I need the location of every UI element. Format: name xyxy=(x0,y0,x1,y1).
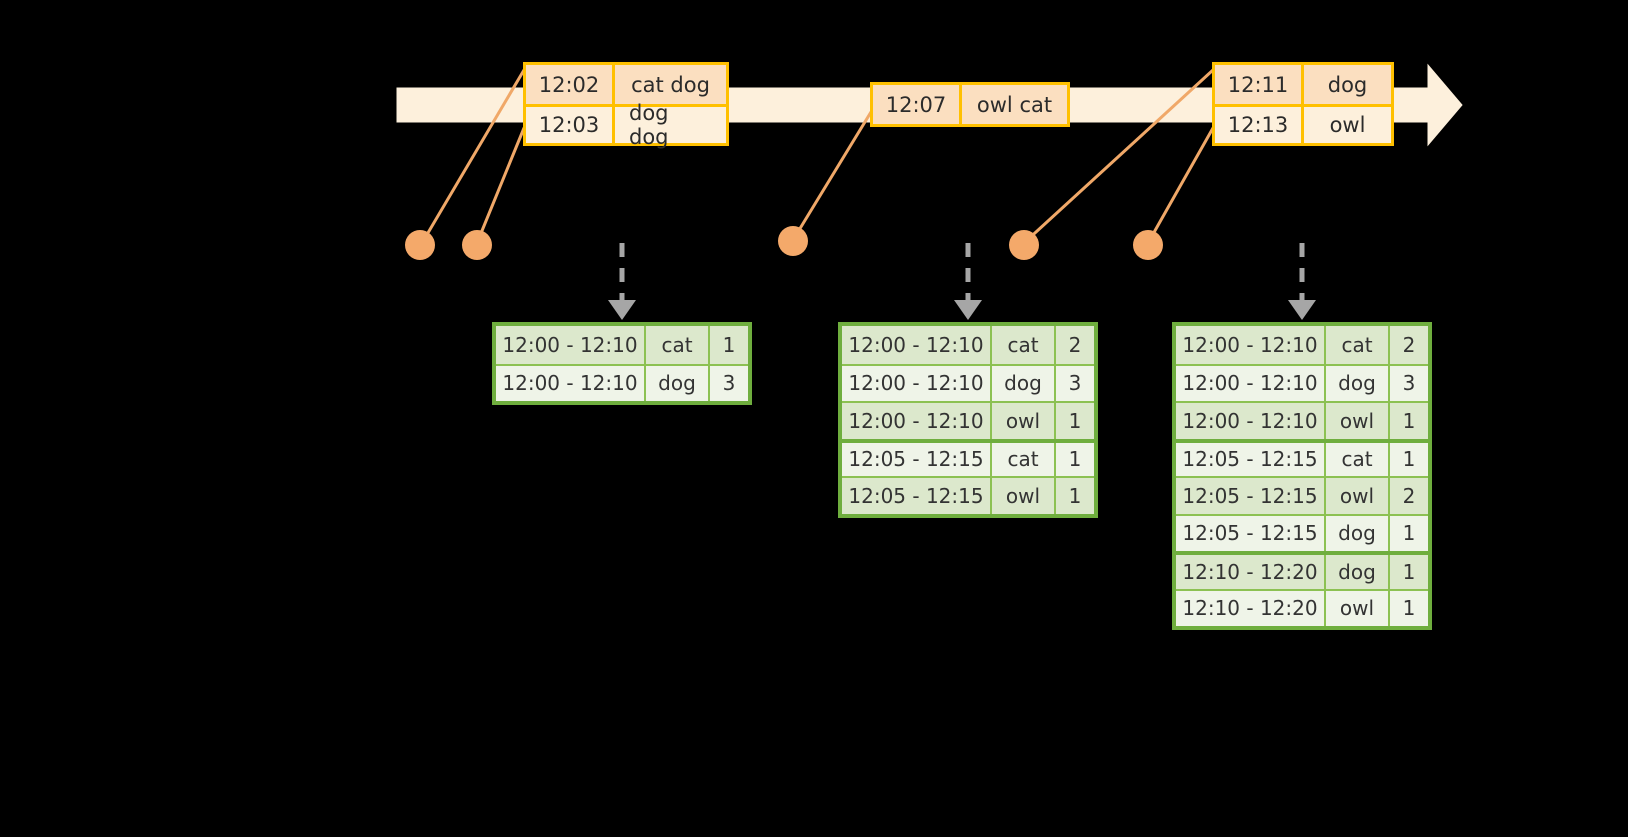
event-row[interactable]: 12:02 cat dog xyxy=(526,65,726,104)
cell-window: 12:00 - 12:10 xyxy=(842,365,990,401)
cell-window: 12:00 - 12:10 xyxy=(842,326,990,364)
event-box-1[interactable]: 12:02 cat dog 12:03 dog dog xyxy=(523,62,729,149)
event-dot-1 xyxy=(405,230,435,260)
emit-arrows xyxy=(608,243,1316,320)
cell-word: owl xyxy=(990,403,1054,439)
event-words: dog dog xyxy=(612,101,726,149)
event-dots xyxy=(405,226,1163,260)
cell-window: 12:05 - 12:15 xyxy=(842,478,990,514)
cell-count: 3 xyxy=(708,365,748,401)
event-time: 12:02 xyxy=(526,65,612,104)
event-row[interactable]: 12:13 owl xyxy=(1215,104,1391,143)
cell-word: cat xyxy=(644,326,708,364)
cell-count: 1 xyxy=(1054,478,1094,514)
cell-word: dog xyxy=(1324,515,1388,551)
cell-word: dog xyxy=(1324,555,1388,589)
cell-window: 12:05 - 12:15 xyxy=(1176,478,1324,514)
event-words: dog xyxy=(1301,65,1391,104)
event-words: cat dog xyxy=(612,65,726,104)
cell-word: dog xyxy=(644,365,708,401)
cell-window: 12:05 - 12:15 xyxy=(1176,442,1324,476)
event-dot-3 xyxy=(778,226,808,256)
cell-count: 3 xyxy=(1054,365,1094,401)
cell-word: cat xyxy=(1324,442,1388,476)
event-time: 12:03 xyxy=(526,107,612,143)
cell-count: 1 xyxy=(1388,590,1428,626)
cell-word: owl xyxy=(1324,590,1388,626)
emit-arrow-3-head xyxy=(1288,300,1316,320)
event-words: owl cat xyxy=(959,85,1067,124)
event-words: owl xyxy=(1301,107,1391,143)
cell-window: 12:00 - 12:10 xyxy=(1176,403,1324,439)
cell-window: 12:10 - 12:20 xyxy=(1176,590,1324,626)
cell-count: 2 xyxy=(1388,326,1428,364)
emit-arrow-1-head xyxy=(608,300,636,320)
cell-window: 12:00 - 12:10 xyxy=(496,326,644,364)
cell-word: cat xyxy=(990,442,1054,476)
cell-window: 12:00 - 12:10 xyxy=(496,365,644,401)
cell-word: owl xyxy=(990,478,1054,514)
cell-count: 1 xyxy=(1388,555,1428,589)
cell-count: 1 xyxy=(1054,442,1094,476)
cell-window: 12:05 - 12:15 xyxy=(842,442,990,476)
event-box-3[interactable]: 12:11 dog 12:13 owl xyxy=(1212,62,1394,146)
cell-window: 12:05 - 12:15 xyxy=(1176,515,1324,551)
event-time: 12:07 xyxy=(873,85,959,124)
event-row[interactable]: 12:11 dog xyxy=(1215,65,1391,104)
cell-count: 1 xyxy=(1388,442,1428,476)
event-row[interactable]: 12:07 owl cat xyxy=(873,85,1067,124)
cell-count: 1 xyxy=(1388,515,1428,551)
cell-window: 12:00 - 12:10 xyxy=(1176,326,1324,364)
cell-count: 1 xyxy=(708,326,748,364)
cell-count: 1 xyxy=(1388,403,1428,439)
cell-window: 12:00 - 12:10 xyxy=(1176,365,1324,401)
cell-window: 12:10 - 12:20 xyxy=(1176,555,1324,589)
cell-count: 2 xyxy=(1388,478,1428,514)
event-time: 12:13 xyxy=(1215,107,1301,143)
cell-word: dog xyxy=(1324,365,1388,401)
cell-word: cat xyxy=(990,326,1054,364)
emit-arrow-2-head xyxy=(954,300,982,320)
cell-count: 2 xyxy=(1054,326,1094,364)
event-dot-5 xyxy=(1133,230,1163,260)
cell-word: dog xyxy=(990,365,1054,401)
event-time: 12:11 xyxy=(1215,65,1301,104)
cell-word: cat xyxy=(1324,326,1388,364)
event-dot-4 xyxy=(1009,230,1039,260)
event-row[interactable]: 12:03 dog dog xyxy=(526,101,726,149)
cell-window: 12:00 - 12:10 xyxy=(842,403,990,439)
cell-count: 3 xyxy=(1388,365,1428,401)
event-box-2[interactable]: 12:07 owl cat xyxy=(870,82,1070,127)
cell-count: 1 xyxy=(1054,403,1094,439)
event-dot-2 xyxy=(462,230,492,260)
cell-word: owl xyxy=(1324,478,1388,514)
cell-word: owl xyxy=(1324,403,1388,439)
